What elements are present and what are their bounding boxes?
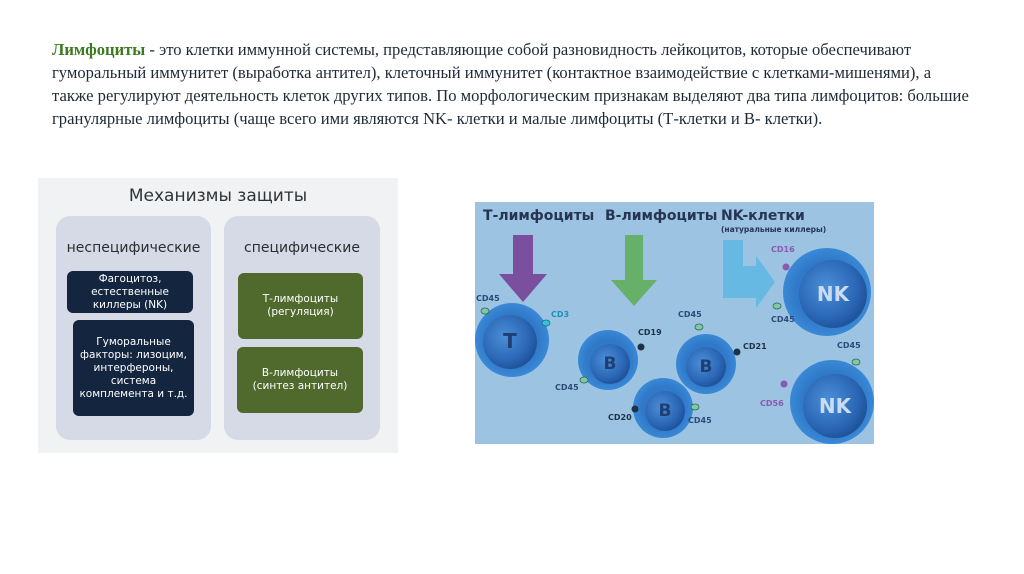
nonspecific-heading: неспецифические: [66, 240, 201, 256]
phagocytosis-label: Фагоцитоз, естественные киллеры (NK): [91, 272, 169, 311]
marker-cd45-nk1: CD45: [771, 315, 795, 324]
b-cell-1-label: B: [603, 354, 617, 374]
humoral-factors-box: Гуморальные факторы: лизоцим, интерферон…: [73, 320, 194, 416]
b-arrow: [611, 235, 657, 306]
phagocytosis-box: Фагоцитоз, естественные киллеры (NK): [67, 271, 193, 313]
nk-cell-2: [790, 360, 874, 444]
cells-graphic: [475, 235, 874, 444]
t-cell-label: T: [503, 329, 517, 353]
b-cell-1: [578, 330, 638, 390]
nonspecific-column: неспецифические Фагоцитоз, естественные …: [56, 216, 211, 440]
nk-cell-2-label: NK: [818, 394, 852, 418]
b-lymphocytes-label: В-лимфоциты (синтез антител): [252, 367, 348, 392]
defense-mechanisms-diagram: Механизмы защиты неспецифические Фагоцит…: [38, 178, 398, 453]
header-t-lymphocytes: Т-лимфоциты: [483, 208, 595, 224]
marker-cd45-nk2: CD45: [837, 341, 861, 350]
t-arrow: [499, 235, 547, 302]
header-b-lymphocytes: В-лимфоциты: [605, 208, 718, 224]
specific-heading: специфические: [244, 240, 360, 256]
specific-column: специфические Т-лимфоциты (регуляция) В-…: [224, 216, 380, 440]
marker-cd45-b1: CD45: [555, 383, 579, 392]
marker-cd20: CD20: [608, 413, 632, 422]
b-cell-3: [633, 378, 693, 438]
nk-cell-1: [783, 248, 871, 336]
nk-arrow: [723, 240, 775, 308]
nk-note: (натуральные киллеры): [721, 225, 827, 234]
b-cell-2-label: B: [699, 357, 713, 377]
lymphocyte-types-figure: Т-лимфоциты В-лимфоциты NK-клетки (натур…: [475, 202, 874, 444]
marker-cd21: CD21: [743, 342, 767, 351]
intro-paragraph: Лимфоциты - это клетки иммунной системы,…: [52, 38, 972, 130]
header-nk-cells: NK-клетки: [721, 208, 805, 224]
marker-cd45-t: CD45: [476, 294, 500, 303]
t-lymphocytes-box: Т-лимфоциты (регуляция): [238, 273, 363, 339]
cd-markers: [480, 263, 861, 413]
marker-cd3: CD3: [551, 310, 570, 319]
intro-term: Лимфоциты: [52, 40, 146, 59]
nk-cell-1-label: NK: [816, 282, 850, 306]
marker-cd19: CD19: [638, 328, 662, 337]
intro-text: - это клетки иммунной системы, представл…: [52, 40, 969, 128]
t-lymphocytes-label: Т-лимфоциты (регуляция): [262, 293, 339, 318]
t-cell: [475, 303, 549, 377]
humoral-factors-label: Гуморальные факторы: лизоцим, интерферон…: [79, 335, 188, 400]
b-cell-3-label: B: [658, 401, 672, 421]
b-cell-2: [676, 334, 736, 394]
b-lymphocytes-box: В-лимфоциты (синтез антител): [237, 347, 363, 413]
mechanisms-title: Механизмы защиты: [128, 186, 308, 206]
marker-cd45-b2: CD45: [678, 310, 702, 319]
marker-cd56: CD56: [760, 399, 784, 408]
top-rule: [0, 0, 1024, 1]
marker-cd16: CD16: [771, 245, 795, 254]
marker-cd45-b3: CD45: [688, 416, 712, 425]
